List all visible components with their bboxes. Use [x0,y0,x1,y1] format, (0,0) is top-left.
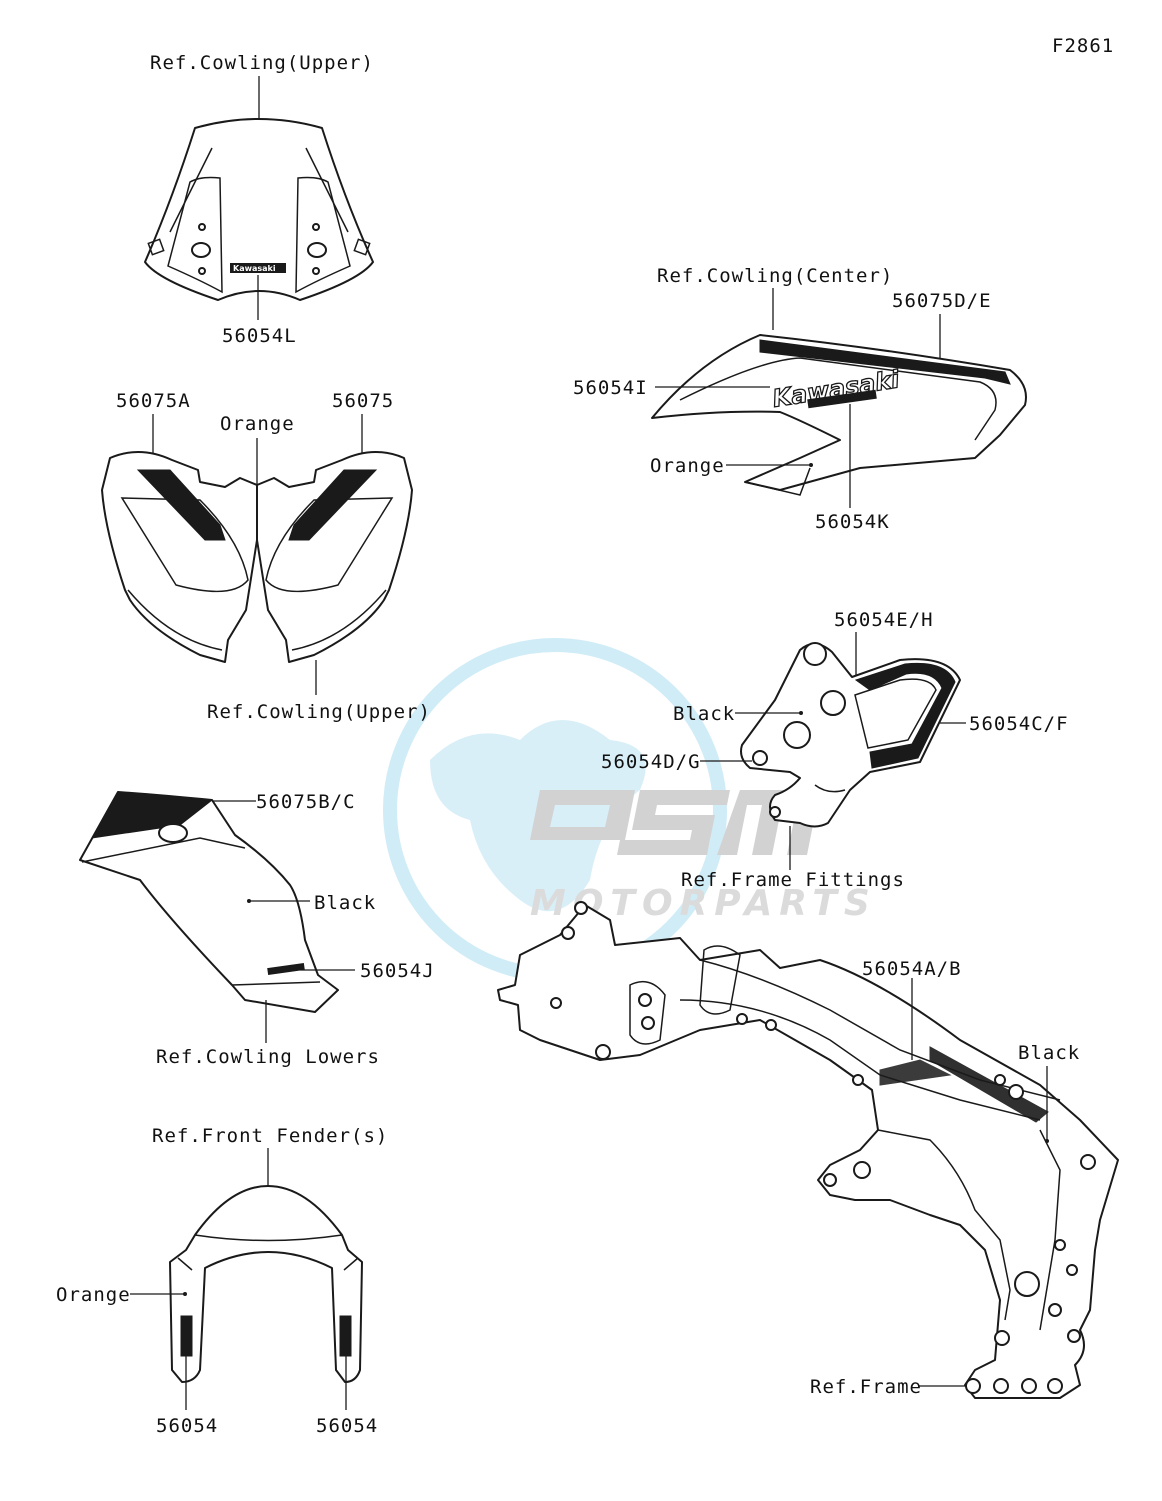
center-sub-decal [807,389,877,409]
front-fender-group: Ref.Front Fender(s) Orange 56054 56054 [56,1125,388,1437]
upper-ref-label: Ref.Cowling(Upper) [207,701,431,723]
center-stripe-label: 56075D/E [892,290,992,312]
lower-ref-label: Ref.Cowling Lowers [156,1046,380,1068]
fitting-ref-label: Ref.Frame Fittings [681,869,905,891]
frame-part-label: 56054A/B [862,958,962,980]
fender-left-decal [180,1315,193,1357]
frame-ref-label: Ref.Frame [810,1376,922,1398]
upper-color-label: Orange [220,413,295,435]
center-ref-label: Ref.Cowling(Center) [657,265,893,287]
upper-cowling-right [256,450,413,663]
frame-fitting-group: 56054E/H Black 56054C/F 56054D/G Ref.Fra… [601,609,1069,891]
frame-decal-side [879,1059,952,1086]
fitting-decal-border [854,662,956,769]
fender-color-label: Orange [56,1284,131,1306]
upper-right-part-label: 56075 [332,390,394,412]
upper-cowling-group: 56075A 56075 Orange Ref.Cowling(Upper) [101,390,431,723]
lower-color-label: Black [314,892,376,914]
center-sub-part-label: 56054K [815,511,890,533]
lower-cowling-group: 56075B/C Black 56054J Ref.Cowling Lowers [79,791,435,1068]
frame-color-label: Black [1018,1042,1080,1064]
watermark-logo [530,790,820,855]
windscreen-part-label: 56054L [222,325,297,347]
fender-ref-label: Ref.Front Fender(s) [152,1125,388,1147]
center-cowling [651,334,1027,491]
windscreen-kawasaki-decal [230,263,286,273]
center-color-label: Orange [650,455,725,477]
upper-left-part-label: 56075A [116,390,191,412]
upper-left-decal-stripe [136,469,226,541]
windscreen-logo-text: Kawasaki [233,264,276,273]
lower-part-label: 56054J [360,960,435,982]
figure-code: F2861 [1052,35,1114,57]
center-cowling-group: Ref.Cowling(Center) 56075D/E Kawasaki 56… [573,265,1027,533]
main-frame [497,904,1119,1399]
center-logo-part-label: 56054I [573,377,648,399]
fitting-color-label: Black [673,703,735,725]
fender-right-part-label: 56054 [316,1415,378,1437]
fitting-right-label: 56054C/F [969,713,1069,735]
windscreen-group: Ref.Cowling(Upper) Kawasaki 56054L [144,52,374,347]
frame-fitting [740,643,961,828]
fender-left-part-label: 56054 [156,1415,218,1437]
front-fender [169,1185,363,1383]
windscreen-ref-label: Ref.Cowling(Upper) [150,52,374,74]
center-stripe-decal [759,339,1011,385]
upper-right-decal-stripe [288,469,378,541]
fitting-left-label: 56054D/G [601,751,701,773]
lower-cowling-decal [267,962,305,976]
frame-group: 56054A/B Black Ref.Frame [497,901,1119,1399]
lower-top-part-label: 56075B/C [256,791,356,813]
upper-cowling-left [101,450,258,663]
fitting-top-label: 56054E/H [834,609,934,631]
fender-right-decal [339,1315,352,1357]
